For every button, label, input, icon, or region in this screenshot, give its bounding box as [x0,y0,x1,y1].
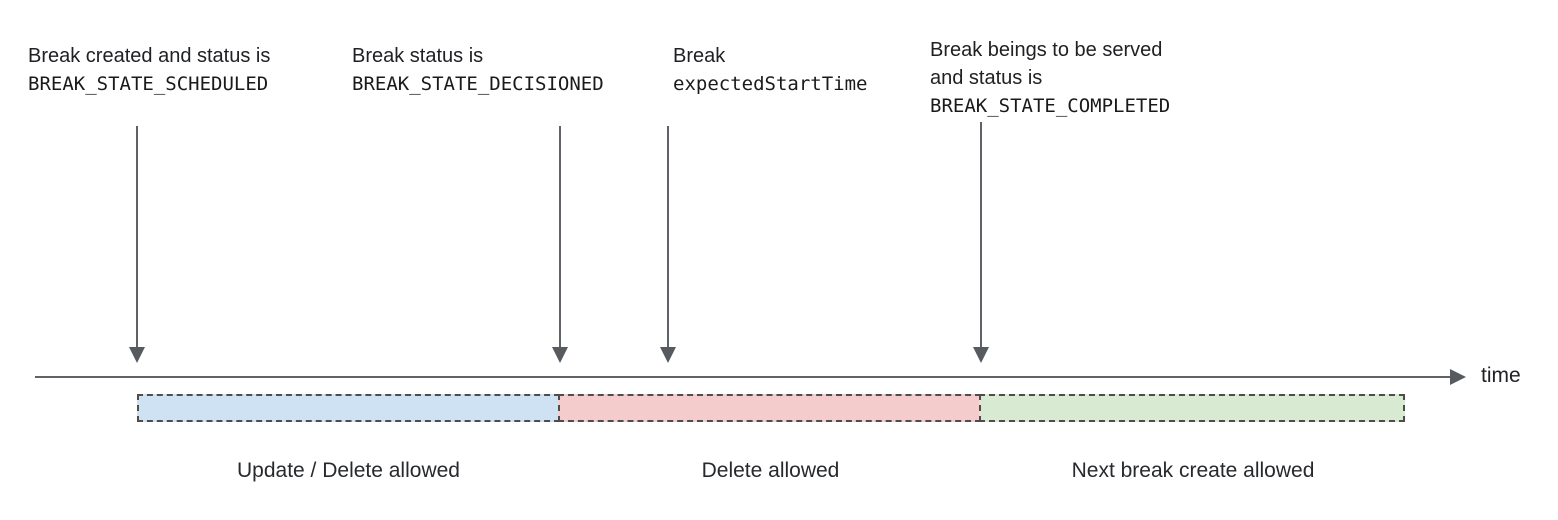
annotation-code: expectedStartTime [673,73,868,95]
arrow-shaft [136,126,138,347]
arrow-shaft [559,126,561,347]
time-axis-line [35,376,1453,378]
down-arrow-completed [973,122,989,363]
annotation-text: Break created and status is [28,45,271,67]
down-arrow-scheduled [129,126,145,363]
time-axis-arrow-icon [1450,369,1466,385]
arrow-shaft [667,126,669,347]
down-arrow-decisioned [552,126,568,363]
arrow-head-icon [129,347,145,363]
segment-caption: Delete allowed [701,459,840,482]
annotation-text: Break beings to be served [930,39,1163,61]
segment-delete-allowed [558,394,981,422]
arrow-shaft [980,122,982,347]
annotation-expected-start-time: Break expectedStartTime [673,42,867,98]
arrow-head-icon [973,347,989,363]
segment-caption: Next break create allowed [1071,459,1315,482]
time-axis-label: time [1481,364,1521,387]
annotation-break-decisioned: Break status is BREAK_STATE_DECISIONED [352,42,604,98]
annotation-text: Break status is [352,45,484,67]
annotation-code: BREAK_STATE_DECISIONED [352,73,604,95]
annotation-code: BREAK_STATE_SCHEDULED [28,73,269,95]
segment-update-delete-allowed [137,394,560,422]
segment-caption: Update / Delete allowed [237,459,460,482]
annotation-text: and status is [930,67,1043,89]
annotation-break-scheduled: Break created and status is BREAK_STATE_… [28,42,270,98]
annotation-text: Break [673,45,726,67]
down-arrow-expected-start [660,126,676,363]
arrow-head-icon [552,347,568,363]
arrow-head-icon [660,347,676,363]
annotation-code: BREAK_STATE_COMPLETED [930,95,1171,117]
segment-next-break-create-allowed [979,394,1405,422]
annotation-break-completed: Break beings to be served and status is … [930,36,1170,120]
